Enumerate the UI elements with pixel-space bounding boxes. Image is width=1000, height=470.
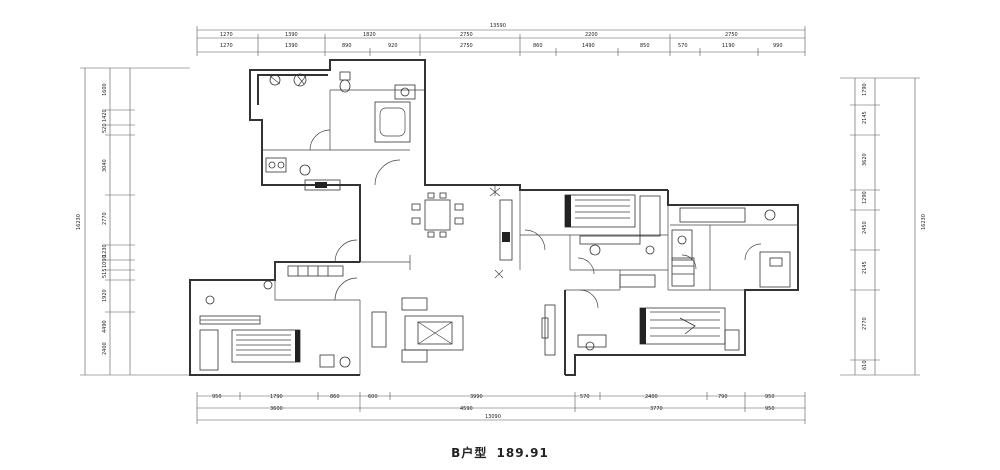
left-dimension-lines (80, 67, 190, 376)
sideboard-icon (499, 199, 513, 261)
dim-left-10: 4490 (102, 320, 108, 333)
dim-left-5: 2770 (102, 212, 108, 225)
dim-top-overall: 13590 (490, 23, 506, 29)
closet-icon (287, 265, 344, 277)
dim-right-4: 1290 (862, 191, 868, 204)
dim-bot-r1-7: 2400 (645, 394, 658, 400)
unit-area-value: 189.91 (496, 446, 549, 460)
bed-left-icon (231, 329, 301, 363)
dim-bot-r2-3: 3770 (650, 406, 663, 412)
dim-left-3: 520 (102, 123, 108, 133)
bed-bottom-right-icon (639, 307, 726, 345)
dim-right-8: 610 (862, 360, 868, 370)
dim-bot-r1-2: 1790 (270, 394, 283, 400)
right-bathtub-icon (671, 207, 776, 261)
unit-type-label: B户型 (451, 446, 488, 460)
dim-left-2: 1420 (102, 109, 108, 122)
dim-top-r2-2: 1390 (285, 43, 298, 49)
dim-top-r2-3: 890 (342, 43, 352, 49)
dim-right-7: 2770 (862, 317, 868, 330)
dim-bot-r1-1: 950 (212, 394, 222, 400)
wardrobe-icon (199, 315, 261, 325)
dim-left-9: 1920 (102, 289, 108, 302)
dim-left-1: 1600 (102, 83, 108, 96)
dim-top-r2-5: 2750 (460, 43, 473, 49)
floor-plan: 13590 1270 1390 1820 2750 2200 2750 1270… (76, 23, 927, 424)
floor-plan-caption: B户型 189.91 (0, 444, 1000, 461)
dim-bot-r2-1: 3600 (270, 406, 283, 412)
dim-top-r1-2: 1390 (285, 32, 298, 38)
dim-top-r2-7: 1490 (582, 43, 595, 49)
dim-right-overall: 16230 (921, 214, 927, 230)
top-dimension-lines (196, 26, 806, 56)
dim-top-r2-8: 850 (640, 43, 650, 49)
dim-bot-r1-6: 570 (580, 394, 590, 400)
washer-icon (299, 164, 341, 191)
dim-top-r2-6: 860 (533, 43, 543, 49)
dim-left-8: 515 (102, 268, 108, 278)
door-swings (309, 129, 762, 309)
dim-right-2: 2145 (862, 111, 868, 124)
dim-right-1: 1790 (862, 83, 868, 96)
dim-top-r1-4: 2750 (460, 32, 473, 38)
dim-bot-r2-4: 950 (765, 406, 775, 412)
dim-right-5: 2450 (862, 221, 868, 234)
bed-top-icon (564, 194, 661, 237)
coffee-table-icon (404, 315, 464, 351)
desk-icon (199, 280, 273, 371)
dim-top-r2-10: 1190 (722, 43, 735, 49)
dim-bot-r1-4: 600 (368, 394, 378, 400)
dining-table-icon (411, 192, 464, 238)
dim-left-4: 3040 (102, 159, 108, 172)
dim-top-r2-9: 570 (678, 43, 688, 49)
bath-sink-icon (579, 235, 656, 288)
dim-top-r2-1: 1270 (220, 43, 233, 49)
dim-bot-r1-8: 790 (718, 394, 728, 400)
bottom-dimension-lines (196, 392, 806, 424)
dim-bot-r1-5: 3990 (470, 394, 483, 400)
dim-left-overall: 16230 (76, 214, 82, 230)
dim-top-r2-11: 990 (773, 43, 783, 49)
dim-bot-r1-3: 860 (330, 394, 340, 400)
sink-icon (394, 84, 416, 100)
dim-left-6: 1230 (102, 244, 108, 257)
right-dimension-lines (840, 77, 920, 376)
dim-top-r2-4: 920 (388, 43, 398, 49)
sofa-icon (371, 297, 428, 363)
dim-top-r1-1: 1270 (220, 32, 233, 38)
dim-right-3: 3620 (862, 153, 868, 166)
stove-icon (265, 157, 287, 173)
toilet-icon (339, 71, 351, 93)
dim-bot-overall: 13090 (485, 414, 501, 420)
interior-walls (262, 89, 798, 375)
bedroom-desk-icon (577, 329, 740, 351)
dim-top-r1-6: 2750 (725, 32, 738, 38)
bathtub-icon (374, 101, 411, 143)
chair-icon (319, 354, 351, 368)
dim-left-7: 1090 (102, 255, 108, 268)
plant-icon (269, 73, 307, 87)
dim-left-11: 2400 (102, 342, 108, 355)
dim-top-r1-3: 1820 (363, 32, 376, 38)
dim-bot-r1-9: 950 (765, 394, 775, 400)
right-cabinet-icon (671, 251, 791, 288)
tv-cabinet-icon (541, 304, 556, 356)
dining-plant-icon (489, 186, 504, 279)
dim-bot-r2-2: 4590 (460, 406, 473, 412)
dim-top-r1-5: 2200 (585, 32, 598, 38)
dim-right-6: 2145 (862, 261, 868, 274)
